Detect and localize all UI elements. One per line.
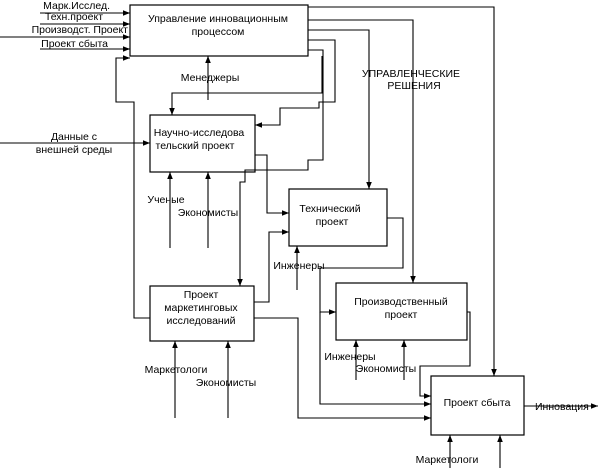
managers-label: Менеджеры: [181, 72, 240, 84]
marketing-to-sales-arrow: [254, 317, 431, 421]
economists-1-label: Экономисты: [178, 207, 238, 219]
box-research: [149, 114, 256, 173]
management-label-line-2: процессом: [192, 26, 245, 38]
management-to-research-arrow: [255, 39, 336, 128]
management-decisions-line-1: УПРАВЛЕНЧЕСКИЕ: [362, 68, 460, 80]
innovation-label: Инновация: [535, 401, 589, 413]
input-label-prod-project: Производст. Проект: [32, 24, 129, 36]
marketing-label-line-3: исследований: [167, 315, 236, 327]
marketing-label-line-1: Проект: [184, 289, 219, 301]
technical-label-line-1: Технический: [299, 203, 360, 215]
marketers-2-label: Маркетологи: [416, 454, 479, 466]
managers-to-research-arrow: [169, 56, 323, 115]
management-to-sales-arrow: [308, 6, 497, 376]
management-label-line-1: Управление инновационным: [148, 13, 288, 25]
feedback-loop-arrow: [115, 55, 150, 319]
management-to-production-arrow: [308, 19, 416, 283]
sales-label: Проект сбыта: [444, 397, 511, 409]
marketing-to-technical-arrow: [254, 229, 289, 303]
management-decisions-line-2: РЕШЕНИЯ: [387, 80, 440, 92]
production-feedback-arrow: [319, 312, 431, 407]
research-to-technical-arrow: [255, 154, 289, 216]
production-label-line-2: проект: [385, 309, 418, 321]
research-label-line-1: Научно-исследова: [154, 127, 245, 139]
research-label-line-2: тельский проект: [156, 140, 235, 152]
production-label-line-1: Производственный: [354, 296, 448, 308]
box-technical: [288, 188, 388, 247]
engineers-2-label: Инженеры: [324, 351, 375, 363]
technical-to-production-arrow: [319, 217, 404, 315]
external-data-line-2: внешней среды: [36, 144, 112, 156]
box-marketing: [149, 285, 255, 342]
technical-label-line-2: проект: [316, 216, 349, 228]
management-to-marketing-arrow: [237, 49, 324, 286]
marketers-1-label: Маркетологи: [145, 364, 208, 376]
input-label-mark-research: Марк.Исслед.: [43, 0, 110, 12]
input-label-tech-project: Техн.проект: [45, 11, 103, 23]
economists-2-label: Экономисты: [196, 377, 256, 389]
input-label-sales-project: Проект сбыта: [41, 38, 108, 50]
box-management: [129, 4, 309, 57]
box-sales: [430, 375, 525, 436]
marketing-label-line-2: маркетинговых: [164, 302, 238, 314]
management-to-technical-arrow: [308, 29, 372, 189]
engineers-1-label: Инженеры: [273, 260, 324, 272]
external-data-line-1: Данные с: [51, 131, 97, 143]
scientists-label: Ученые: [147, 194, 184, 206]
production-to-sales-arrow: [419, 311, 471, 399]
economists-3-label: Экономисты: [356, 363, 416, 375]
